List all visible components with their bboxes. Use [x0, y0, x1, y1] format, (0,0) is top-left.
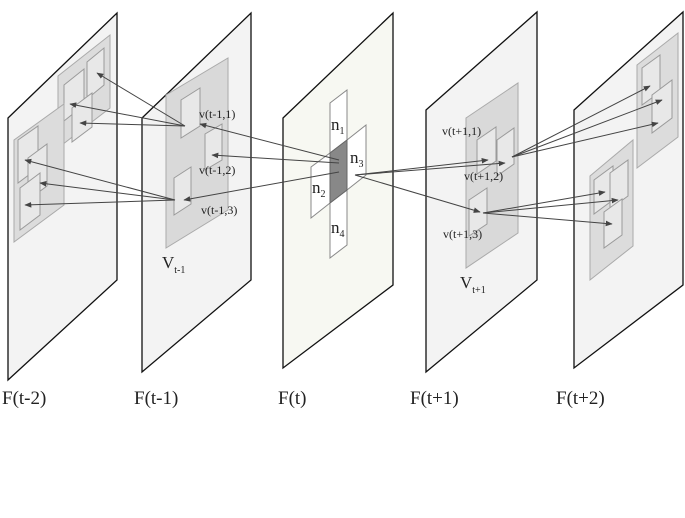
point-labels: v(t-1,1) v(t-1,2) v(t-1,3) v(t+1,1) v(t+…	[199, 107, 503, 241]
arrow	[69, 102, 186, 127]
arrow	[354, 174, 481, 213]
arrow	[24, 158, 176, 201]
point-label-next-1: v(t+1,1)	[442, 124, 481, 138]
point-label-prev-3: v(t-1,3)	[201, 203, 237, 217]
arrow	[211, 152, 340, 164]
point-label-prev-2: v(t-1,2)	[199, 163, 235, 177]
block	[173, 166, 192, 216]
arrow	[24, 199, 176, 208]
block	[651, 79, 673, 134]
arrow	[482, 197, 619, 214]
arrow	[511, 85, 651, 158]
center-block-highlight	[329, 138, 348, 205]
frame-t-plus-2	[573, 10, 684, 370]
volume-label-next: Vt+1	[460, 273, 486, 296]
frame-label-t-minus-2: F(t-2)	[2, 388, 46, 409]
motion-arrows	[24, 72, 663, 227]
arrow	[79, 120, 186, 127]
arrow	[183, 171, 340, 202]
neighbor-label-n1: n1	[331, 115, 345, 137]
block	[19, 172, 41, 231]
point-label-prev-1: v(t-1,1)	[199, 107, 235, 121]
point-label-next-2: v(t+1,2)	[464, 169, 503, 183]
frame-t-minus-1: Vt-1	[141, 11, 252, 374]
frame-label-t-plus-2: F(t+2)	[556, 388, 605, 409]
frame-labels: F(t-2) F(t-1) F(t) F(t+1) F(t+2)	[2, 388, 605, 409]
frame-t-plus-1: Vt+1	[425, 10, 538, 374]
frame-label-t: F(t)	[278, 388, 307, 409]
arrow	[511, 99, 663, 158]
frame-label-t-minus-1: F(t-1)	[134, 388, 178, 409]
arrow	[482, 212, 613, 227]
volume-label-prev: Vt-1	[162, 253, 185, 276]
frame-label-t-plus-1: F(t+1)	[410, 388, 459, 409]
neighbor-label-n4: n4	[331, 218, 345, 240]
point-label-next-3: v(t+1,3)	[443, 227, 482, 241]
frame-t: n1 n2 n3 n4	[282, 11, 394, 370]
block	[204, 123, 223, 171]
block	[86, 46, 105, 101]
block	[609, 159, 629, 210]
frame-t-minus-2	[7, 11, 118, 382]
arrow	[199, 122, 340, 161]
arrow	[354, 160, 506, 176]
arrow	[96, 72, 186, 127]
arrow	[511, 121, 659, 158]
arrow	[354, 157, 489, 176]
neighbor-label-n3: n3	[350, 148, 364, 170]
arrow	[482, 190, 606, 214]
neighbor-label-n2: n2	[312, 178, 326, 200]
arrow	[39, 181, 176, 201]
